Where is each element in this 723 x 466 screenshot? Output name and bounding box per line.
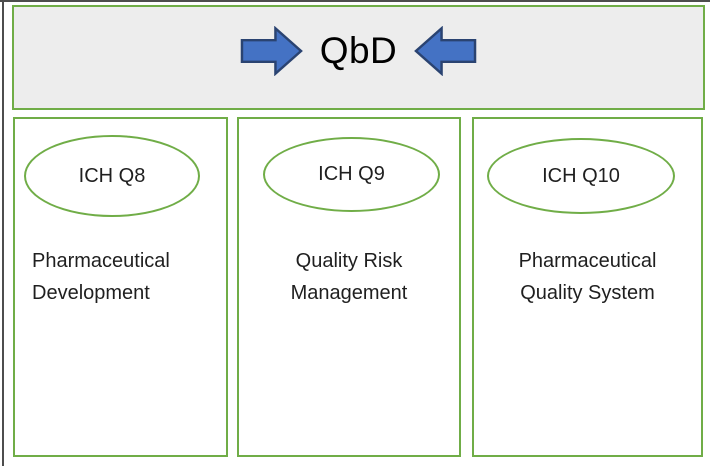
column-label-quality-risk-management: Quality Risk Management — [239, 245, 459, 309]
ich-q9-badge-label: ICH Q9 — [318, 163, 385, 185]
label-line: Development — [32, 282, 150, 304]
ich-q9-ellipse-badge: ICH Q9 — [263, 137, 440, 212]
frame-top-border — [0, 0, 710, 2]
label-line: Quality System — [520, 282, 655, 304]
label-line: Pharmaceutical — [32, 250, 170, 272]
ich-q10-ellipse-badge: ICH Q10 — [487, 138, 675, 214]
ich-q8-ellipse-badge: ICH Q8 — [24, 135, 200, 217]
qbd-header-row: QbD — [240, 25, 478, 76]
qbd-header-band: QbD — [12, 5, 705, 110]
label-line: Pharmaceutical — [518, 250, 657, 272]
column-ich-q8: ICH Q8 Pharmaceutical Development — [13, 117, 228, 457]
frame-left-border — [2, 0, 4, 466]
arrow-right-icon — [240, 25, 303, 76]
qbd-title: QbD — [319, 30, 398, 71]
ich-q10-badge-label: ICH Q10 — [542, 164, 620, 187]
column-label-pharmaceutical-development: Pharmaceutical Development — [15, 245, 226, 309]
column-ich-q10: ICH Q10 Pharmaceutical Quality System — [472, 117, 703, 457]
arrow-left-icon — [414, 25, 477, 76]
label-line: Management — [290, 282, 408, 304]
column-label-pharmaceutical-quality-system: Pharmaceutical Quality System — [474, 245, 701, 309]
ich-q8-badge-label: ICH Q8 — [78, 164, 146, 187]
column-ich-q9: ICH Q9 Quality Risk Management — [237, 117, 461, 457]
label-line: Quality Risk — [295, 250, 403, 272]
